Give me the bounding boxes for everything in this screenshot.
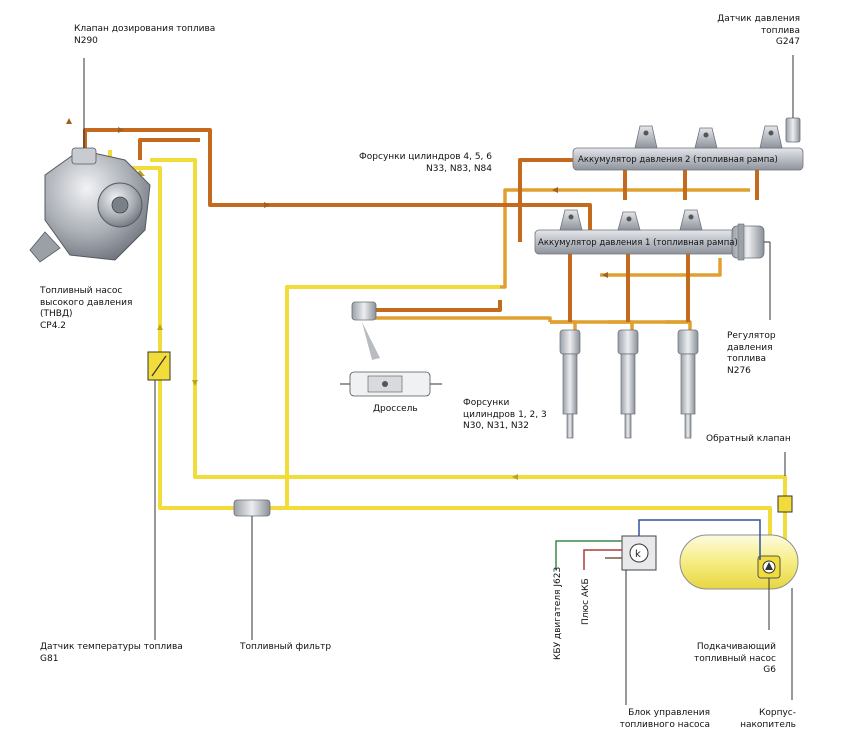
injector-head <box>677 329 699 355</box>
fuel-filter <box>233 499 271 640</box>
battery-wire-label: Плюс АКБ <box>581 578 591 625</box>
check-valve-body <box>777 495 793 513</box>
throttle-label: Дроссель <box>373 404 418 414</box>
return-line-main <box>150 158 787 496</box>
pressure-sensor-g247 <box>785 117 801 143</box>
hp-line-pump-out-2 <box>138 138 200 160</box>
ecu-wire-label: КБУ двигателя J623 <box>553 567 563 660</box>
wire-blue <box>638 519 761 560</box>
feed-pump-arrow <box>765 562 773 570</box>
hp-throttle-line <box>375 300 502 312</box>
temp-sensor-g81 <box>147 351 171 640</box>
rail2-lug-hole <box>643 130 649 136</box>
metering-valve-label: Клапан дозирования топлива N290 <box>74 24 216 46</box>
pump-control-label: Блок управления топливного насоса <box>619 708 710 730</box>
injectors-456-label: Форсунки цилиндров 4, 5, 6 N33, N83, N84 <box>359 152 492 174</box>
wire-red <box>583 549 622 570</box>
rail1-lug-hole <box>688 214 694 220</box>
fuel-filter-body <box>233 499 271 517</box>
flow-arrow <box>66 118 72 124</box>
injector-2 <box>617 329 639 439</box>
pressure-sensor-label: Датчик давления топлива G247 <box>717 14 800 47</box>
fuel-rail-2: Аккумулятор давления 2 (топливная рампа) <box>572 55 804 171</box>
throttle <box>340 301 442 397</box>
return-line-branch <box>285 285 500 508</box>
hp-pump-label: Топливный насос высокого давления (ТНВД)… <box>40 286 133 331</box>
injector-head <box>617 329 639 355</box>
rail1-return-right <box>600 258 722 277</box>
pump-shaft <box>29 231 61 263</box>
metering-valve-n290 <box>71 147 97 165</box>
hp-line-pump-out <box>83 128 592 232</box>
flow-arrow <box>157 324 163 330</box>
throttle-housing <box>351 301 377 321</box>
injector-nozzle <box>566 413 574 439</box>
pump-control-unit: k <box>555 519 761 705</box>
flow-arrow <box>602 272 608 278</box>
return-lines <box>375 188 750 335</box>
rail1-label: Аккумулятор давления 1 (топливная рампа) <box>538 238 738 248</box>
flow-arrows-yellow <box>135 170 518 480</box>
rail2-label: Аккумулятор давления 2 (топливная рампа) <box>578 155 778 165</box>
fuel-rail-1: Аккумулятор давления 1 (топливная рампа) <box>534 209 771 320</box>
hp-pump-cp42 <box>29 58 151 263</box>
wire-green <box>555 540 622 570</box>
injector-nozzle <box>624 413 632 439</box>
regulator-label: Регулятор давления топлива N276 <box>727 331 776 376</box>
reservoir-label: Корпус- накопитель <box>740 708 796 730</box>
rail2-lug <box>759 125 783 149</box>
rail1-lug <box>559 209 583 231</box>
flow-arrow <box>552 187 558 193</box>
injector-3 <box>677 329 699 439</box>
control-unit-letter: k <box>635 549 641 560</box>
injector-group-123 <box>559 329 699 439</box>
rail1-lug-hole <box>626 216 632 222</box>
throttle-callout <box>362 322 380 360</box>
fuel-reservoir <box>679 534 799 700</box>
injector-head <box>559 329 581 355</box>
temp-sensor-symbol <box>151 355 167 377</box>
regulator-ring <box>737 223 745 261</box>
check-valve-label: Обратный клапан <box>706 434 791 444</box>
flow-arrow <box>118 127 124 133</box>
rail2-lug <box>634 125 658 149</box>
flow-arrow <box>192 380 198 386</box>
injectors-123-label: Форсунки цилиндров 1, 2, 3 N30, N31, N32 <box>463 398 547 431</box>
hp-rail-link <box>518 158 580 242</box>
control-unit-body <box>621 535 657 571</box>
flow-arrow <box>512 474 518 480</box>
throttle-detail-orifice <box>382 381 388 387</box>
high-pressure-lines <box>83 128 759 322</box>
injector-body <box>680 353 696 415</box>
check-valve <box>777 452 793 513</box>
injector-nozzle <box>684 413 692 439</box>
rail2-lug-hole <box>768 130 774 136</box>
control-unit-symbol <box>629 543 649 563</box>
feed-pump-label: Подкачивающий топливный насос G6 <box>693 642 776 675</box>
rail2-body <box>572 147 804 171</box>
rail1-lug-hole <box>568 214 574 220</box>
throttle-detail <box>340 371 442 397</box>
pump-flange-hub <box>111 196 129 214</box>
injector-return-456 <box>500 188 630 289</box>
rail2-lug <box>694 127 718 149</box>
feed-line <box>108 150 772 560</box>
fuel-filter-label: Топливный фильтр <box>240 642 332 652</box>
injector-return-123 <box>375 316 552 322</box>
flow-arrows <box>66 118 608 278</box>
rail2-lug-hole <box>703 132 709 138</box>
temp-sensor-label: Датчик температуры топлива G81 <box>40 642 183 664</box>
injector-body <box>620 353 636 415</box>
rail1-lug <box>679 209 703 231</box>
injector-1 <box>559 329 581 439</box>
flow-arrow <box>264 202 270 208</box>
